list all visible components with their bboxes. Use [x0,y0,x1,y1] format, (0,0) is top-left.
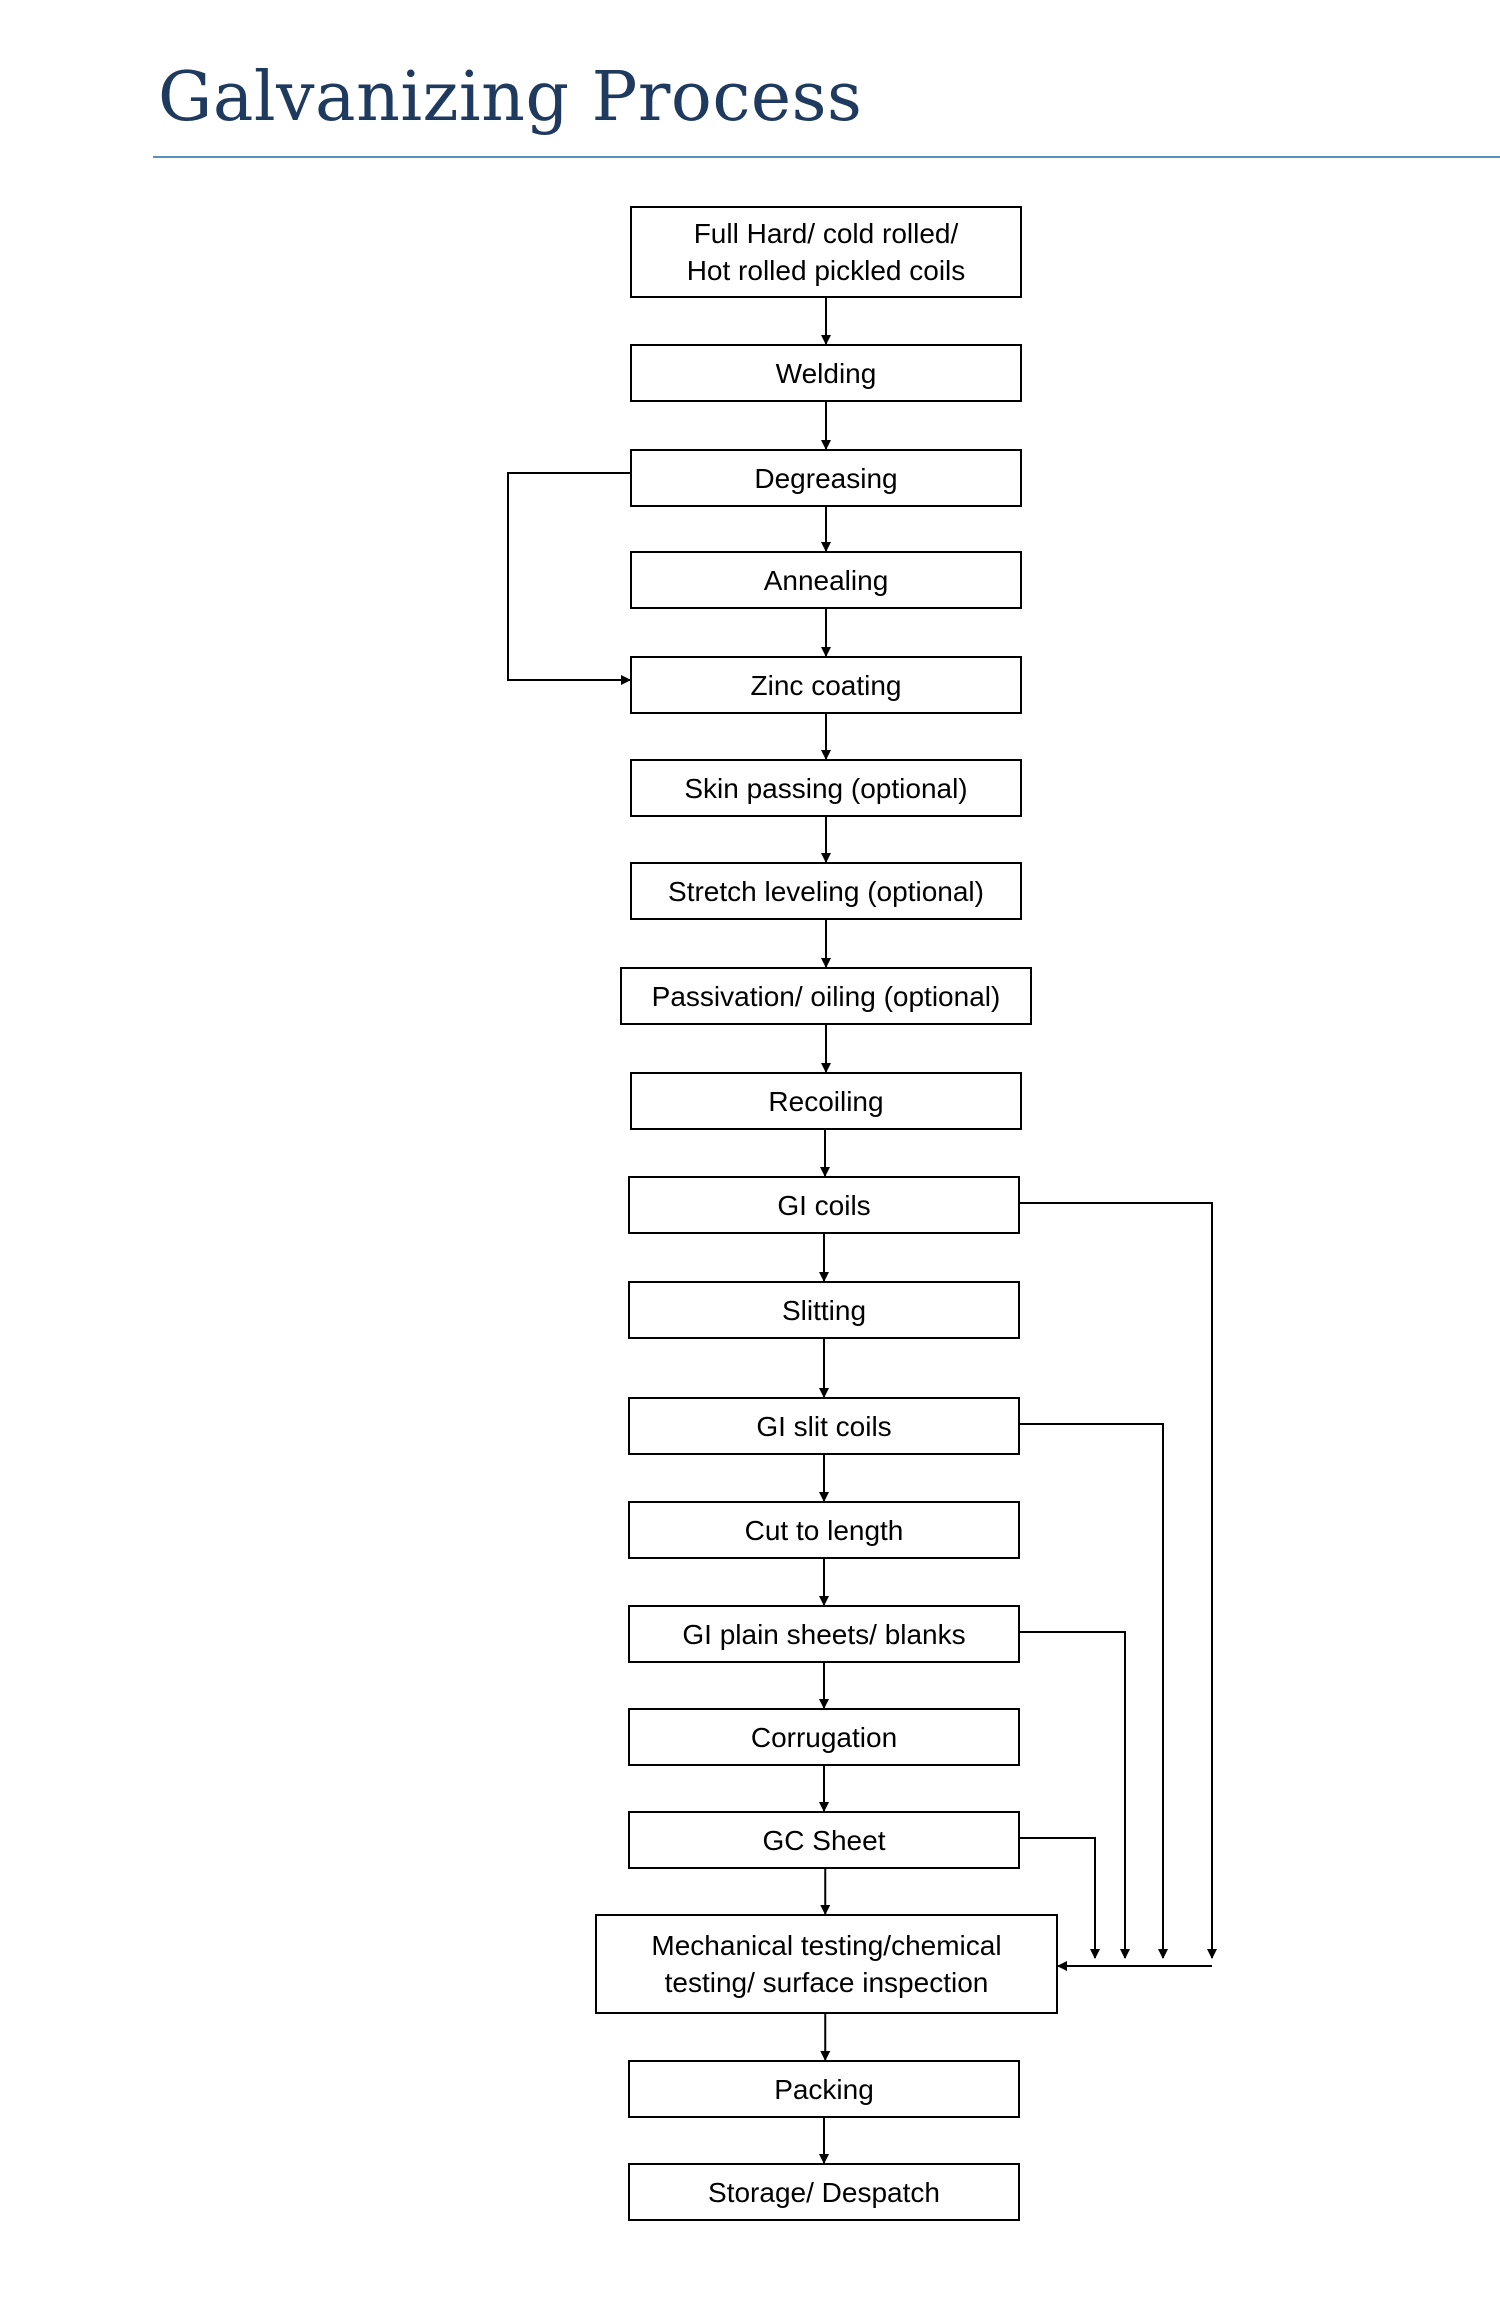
process-step: Slitting [628,1281,1020,1339]
process-step: Mechanical testing/chemical testing/ sur… [595,1914,1058,2014]
process-step: Packing [628,2060,1020,2118]
title-divider [153,156,1500,158]
bypass-arrow [507,472,631,685]
bypass-arrow [1020,1631,1130,1959]
process-step: GI plain sheets/ blanks [628,1605,1020,1663]
process-step: GC Sheet [628,1811,1020,1869]
process-step: GI slit coils [628,1397,1020,1455]
process-step: Storage/ Despatch [628,2163,1020,2221]
process-step: Passivation/ oiling (optional) [620,967,1032,1025]
page-title: Galvanizing Process [158,58,863,137]
process-step: Degreasing [630,449,1022,507]
process-step: Full Hard/ cold rolled/ Hot rolled pickl… [630,206,1022,298]
process-step: Recoiling [630,1072,1022,1130]
process-step: Cut to length [628,1501,1020,1559]
process-step: Zinc coating [630,656,1022,714]
process-step: Corrugation [628,1708,1020,1766]
process-step: Welding [630,344,1022,402]
bypass-arrow [1020,1837,1100,1959]
process-step: GI coils [628,1176,1020,1234]
process-step: Stretch leveling (optional) [630,862,1022,920]
bypass-arrow [1020,1423,1168,1959]
process-step: Annealing [630,551,1022,609]
process-step: Skin passing (optional) [630,759,1022,817]
bypass-arrow [1020,1202,1217,1959]
